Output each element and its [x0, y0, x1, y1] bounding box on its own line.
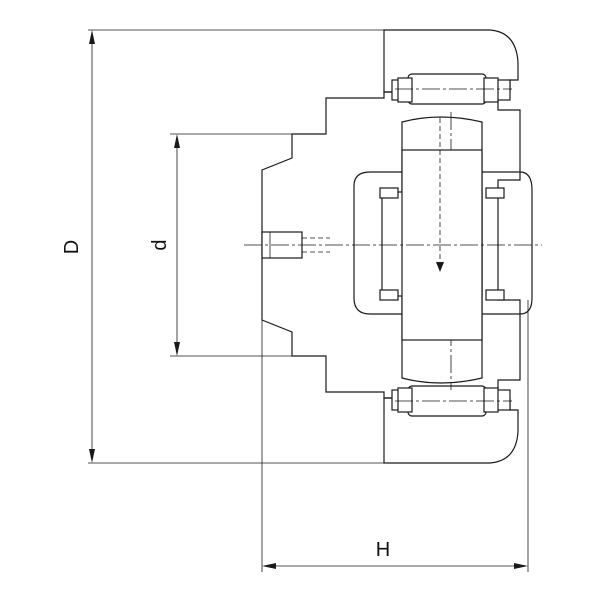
width-label: H: [376, 539, 390, 561]
seal-top-right: [485, 187, 505, 199]
roller-end-cap: [397, 387, 413, 413]
top-roller-row: [391, 73, 512, 105]
bore-diameter-label: d: [149, 239, 171, 250]
roller-end-cap: [483, 387, 499, 413]
arrow-right-icon: [514, 563, 528, 569]
outer-ring-bottom: [383, 397, 519, 464]
arrow-left-icon: [262, 563, 276, 569]
stud-section: [261, 91, 521, 399]
outer-diameter-label: D: [61, 240, 83, 254]
seal-bottom-right: [485, 289, 505, 301]
stud-body: [261, 91, 521, 399]
bushing-section: [353, 171, 533, 315]
bottom-roller-row: [391, 385, 512, 417]
roller-end-cap: [397, 77, 413, 103]
bore-diameter-dimension: d: [149, 133, 295, 357]
arrow-up-icon: [89, 30, 95, 44]
arrow-down-icon: [89, 449, 95, 463]
pin-tip-icon: [436, 262, 444, 272]
roller: [407, 73, 487, 105]
seal-top-left: [379, 187, 399, 199]
seal-bottom-left: [379, 289, 399, 301]
arrow-down-icon: [174, 342, 180, 356]
roller-end-cap: [483, 77, 499, 103]
roller: [407, 385, 487, 417]
arrow-up-icon: [174, 134, 180, 148]
width-dimension: H: [261, 250, 529, 572]
